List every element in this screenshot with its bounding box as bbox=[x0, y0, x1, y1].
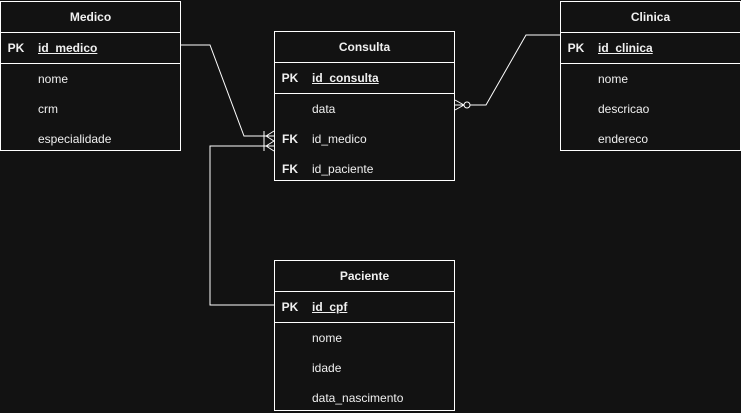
attribute-row[interactable]: especialidade bbox=[1, 124, 180, 154]
pk-row[interactable]: PK id_clinica bbox=[561, 33, 740, 64]
attribute-row[interactable]: nome bbox=[275, 323, 454, 353]
entity-medico[interactable]: Medico PK id_medico nome crm especialida… bbox=[0, 1, 181, 151]
key-label bbox=[1, 124, 31, 154]
entity-consulta[interactable]: Consulta PK id_consulta data FK id_medic… bbox=[274, 31, 455, 181]
attribute-id-paciente: id_paciente bbox=[312, 162, 374, 176]
crowfoot-zero-many-clinica-consulta bbox=[454, 99, 471, 111]
attribute-row[interactable]: nome bbox=[561, 64, 740, 94]
attribute-row[interactable]: endereco bbox=[561, 124, 740, 154]
attribute-id-medico: id_medico bbox=[38, 41, 98, 55]
attribute-id-medico: id_medico bbox=[312, 132, 367, 146]
pk-row[interactable]: PK id_medico bbox=[1, 33, 180, 64]
key-label bbox=[275, 323, 305, 353]
key-label bbox=[561, 94, 591, 124]
attribute-row[interactable]: nome bbox=[1, 64, 180, 94]
entity-paciente[interactable]: Paciente PK id_cpf nome idade data_nasci… bbox=[274, 260, 455, 411]
entity-clinica[interactable]: Clinica PK id_clinica nome descricao end… bbox=[560, 1, 741, 151]
attribute-descricao: descricao bbox=[598, 102, 650, 116]
entity-title: Clinica bbox=[561, 2, 740, 33]
attribute-row[interactable]: FK id_medico bbox=[275, 124, 454, 154]
attribute-nome: nome bbox=[38, 72, 69, 86]
key-label bbox=[561, 64, 591, 94]
relationship-medico-consulta bbox=[181, 44, 274, 137]
attribute-row[interactable]: descricao bbox=[561, 94, 740, 124]
attribute-id-consulta: id_consulta bbox=[312, 71, 379, 85]
key-label bbox=[275, 383, 305, 413]
relationship-clinica-consulta bbox=[455, 34, 560, 106]
key-label bbox=[1, 94, 31, 124]
entity-title: Consulta bbox=[275, 32, 454, 63]
attribute-endereco: endereco bbox=[598, 132, 649, 146]
fk-label: FK bbox=[282, 132, 298, 146]
crowfoot-medico-consulta bbox=[263, 130, 275, 142]
attribute-row[interactable]: FK id_paciente bbox=[275, 154, 454, 184]
entity-title: Paciente bbox=[275, 261, 454, 292]
attribute-data: data bbox=[312, 102, 336, 116]
pk-row[interactable]: PK id_consulta bbox=[275, 63, 454, 94]
pk-label: PK bbox=[7, 41, 25, 55]
relationship-paciente-consulta bbox=[209, 145, 274, 306]
key-label bbox=[1, 64, 31, 94]
attribute-id-clinica: id_clinica bbox=[598, 41, 653, 55]
entity-title: Medico bbox=[1, 2, 180, 33]
pk-label: PK bbox=[281, 71, 299, 85]
attribute-nome: nome bbox=[598, 72, 629, 86]
attribute-row[interactable]: idade bbox=[275, 353, 454, 383]
pk-label: PK bbox=[281, 300, 299, 314]
key-label bbox=[561, 124, 591, 154]
attribute-especialidade: especialidade bbox=[38, 132, 112, 146]
fk-label: FK bbox=[282, 162, 298, 176]
attribute-row[interactable]: crm bbox=[1, 94, 180, 124]
attribute-data-nascimento: data_nascimento bbox=[312, 391, 404, 405]
attribute-row[interactable]: data bbox=[275, 94, 454, 124]
attribute-idade: idade bbox=[312, 361, 342, 375]
key-label bbox=[275, 353, 305, 383]
crowfoot-paciente-consulta bbox=[263, 140, 275, 152]
attribute-id-cpf: id_cpf bbox=[312, 300, 348, 314]
pk-row[interactable]: PK id_cpf bbox=[275, 292, 454, 323]
attribute-row[interactable]: data_nascimento bbox=[275, 383, 454, 413]
attribute-crm: crm bbox=[38, 102, 58, 116]
attribute-nome: nome bbox=[312, 331, 343, 345]
key-label bbox=[275, 94, 305, 124]
pk-label: PK bbox=[567, 41, 585, 55]
